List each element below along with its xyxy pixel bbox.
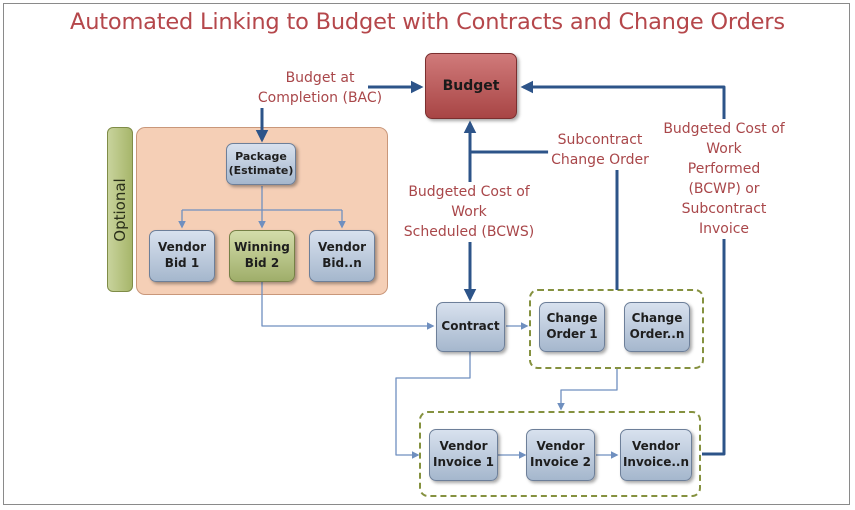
bac-label: Budget at Completion (BAC) [258, 68, 382, 108]
bcwp-label: Budgeted Cost of Work Performed (BCWP) o… [661, 119, 787, 239]
diagram-title: Automated Linking to Budget with Contrac… [70, 9, 785, 35]
budget-node: Budget [425, 53, 517, 119]
vendor-invoice-1-line1: Vendor [439, 439, 488, 454]
vendor-invoice-n-line1: Vendor [631, 439, 681, 454]
vendor-bid-1-line2: Bid 1 [164, 256, 200, 270]
bcwp-label-line5: Subcontract [681, 201, 767, 217]
vendor-invoice-2-line2: Invoice 2 [530, 455, 591, 469]
change-order-1-line1: Change [546, 311, 598, 326]
vendor-invoice-2-line1: Vendor [536, 439, 585, 454]
vendor-invoice-n-line2: Invoice..n [622, 455, 690, 469]
bcwp-label-line6: Invoice [698, 221, 750, 237]
change-order-1-line2: Order 1 [546, 327, 598, 341]
bac-label-line1: Budget at [285, 70, 355, 86]
bcwp-label-line2: Work [706, 141, 742, 157]
vendor-bid-n-line1: Vendor [317, 240, 367, 255]
bac-label-line2: Completion (BAC) [257, 90, 383, 106]
winning-bid-2-line1: Winning [234, 240, 290, 255]
contract-node: Contract [436, 302, 505, 352]
bcwp-label-line3: Performed [687, 161, 761, 177]
package-node-line2: (Estimate) [228, 164, 294, 177]
winning-bid-2-line2: Bid 2 [244, 256, 280, 270]
bcws-label-line3: Scheduled (BCWS) [403, 224, 535, 240]
bcwp-label-line1: Budgeted Cost of [663, 121, 785, 137]
vendor-bid-1-line1: Vendor [157, 240, 207, 255]
subcontract-change-order-label: Subcontract Change Order [548, 130, 652, 170]
vendor-invoices-group [419, 411, 701, 497]
package-node-line1: Package [235, 149, 287, 163]
bcws-label-line2: Work [451, 204, 487, 220]
package-estimate-node: Package(Estimate) [226, 143, 296, 185]
diagram-frame [3, 3, 850, 505]
invoice-to-budget-arrow [520, 80, 726, 456]
change-order-n-line1: Change [631, 311, 683, 326]
vendor-invoice-1-line2: Invoice 1 [433, 455, 494, 469]
bcws-label: Budgeted Cost of Work Scheduled (BCWS) [401, 182, 537, 242]
budget-node-label: Budget [442, 77, 500, 94]
vendor-bid-n-line2: Bid..n [322, 256, 362, 270]
bcwp-label-line4: (BCWP) or [688, 181, 760, 197]
change-order-n-line2: Order..n [629, 327, 685, 341]
bcws-label-line1: Budgeted Cost of [408, 184, 530, 200]
subcontract-change-order-line2: Change Order [551, 152, 649, 168]
subcontract-change-order-line1: Subcontract [557, 132, 643, 148]
optional-tab [107, 127, 133, 292]
contract-node-label: Contract [441, 319, 500, 334]
